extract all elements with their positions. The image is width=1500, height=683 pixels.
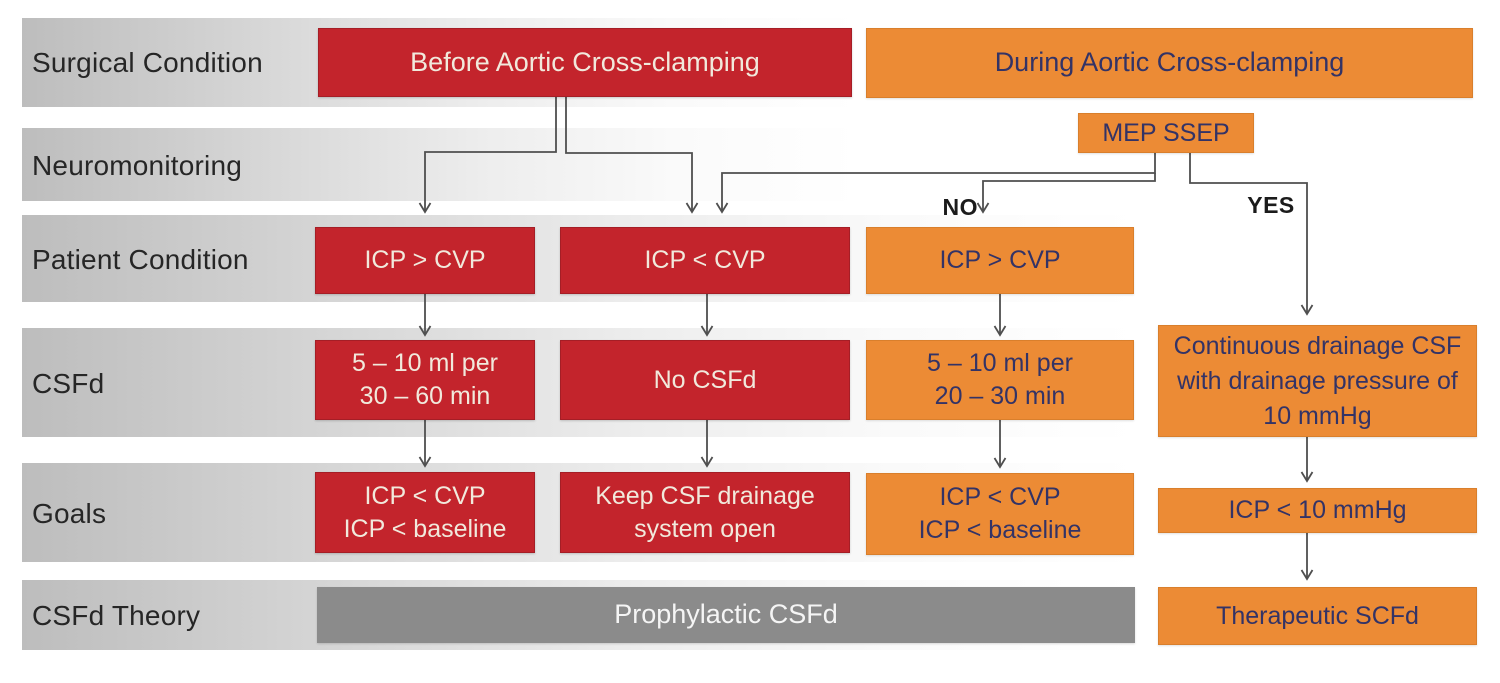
node-icp-lt-cvp-before: ICP < CVP	[560, 227, 850, 294]
branch-label-no: NO	[942, 194, 978, 220]
node-csfd-5-10ml-20-30min: 5 – 10 ml per 20 – 30 min	[866, 340, 1134, 420]
arrowhead	[418, 202, 432, 214]
node-mep-ssep: MEP SSEP	[1078, 113, 1254, 153]
arrowhead	[685, 202, 699, 214]
arrowhead	[1300, 471, 1314, 483]
row-label-goals: Goals	[32, 498, 107, 529]
node-no-csfd: No CSFd	[560, 340, 850, 420]
node-icp-gt-cvp-during: ICP > CVP	[866, 227, 1134, 294]
row-label-neuromonitoring: Neuromonitoring	[32, 150, 242, 181]
node-csfd-5-10ml-30-60min: 5 – 10 ml per 30 – 60 min	[315, 340, 535, 420]
connector-mep-yes-branch	[1189, 153, 1308, 313]
node-goal-keep-csf-drainage-open: Keep CSF drainage system open	[560, 472, 850, 553]
arrowhead	[715, 202, 729, 214]
arrowhead	[1300, 569, 1314, 581]
row-label-patient-condition: Patient Condition	[32, 244, 249, 275]
node-goal-icp-lt-cvp-baseline-before: ICP < CVP ICP < baseline	[315, 472, 535, 553]
branch-label-yes: YES	[1247, 192, 1295, 218]
node-icp-gt-cvp-before: ICP > CVP	[315, 227, 535, 294]
connector-mep-no-branch	[982, 173, 1156, 211]
node-during-aortic-cross-clamping: During Aortic Cross-clamping	[866, 28, 1473, 98]
row-label-surgical-condition: Surgical Condition	[32, 47, 263, 78]
row-label-csfd-theory: CSFd Theory	[32, 600, 201, 631]
row-label-csfd: CSFd	[32, 368, 105, 399]
node-goal-icp-lt-cvp-baseline-during: ICP < CVP ICP < baseline	[866, 473, 1134, 555]
arrowhead	[1300, 304, 1314, 316]
node-before-aortic-cross-clamping: Before Aortic Cross-clamping	[318, 28, 852, 97]
node-icp-lt-10mmhg: ICP < 10 mmHg	[1158, 488, 1477, 533]
node-prophylactic-csfd: Prophylactic CSFd	[317, 587, 1135, 643]
node-continuous-drainage-csf: Continuous drainage CSF with drainage pr…	[1158, 325, 1477, 437]
arrowhead	[976, 202, 990, 214]
node-therapeutic-scfd: Therapeutic SCFd	[1158, 587, 1477, 645]
